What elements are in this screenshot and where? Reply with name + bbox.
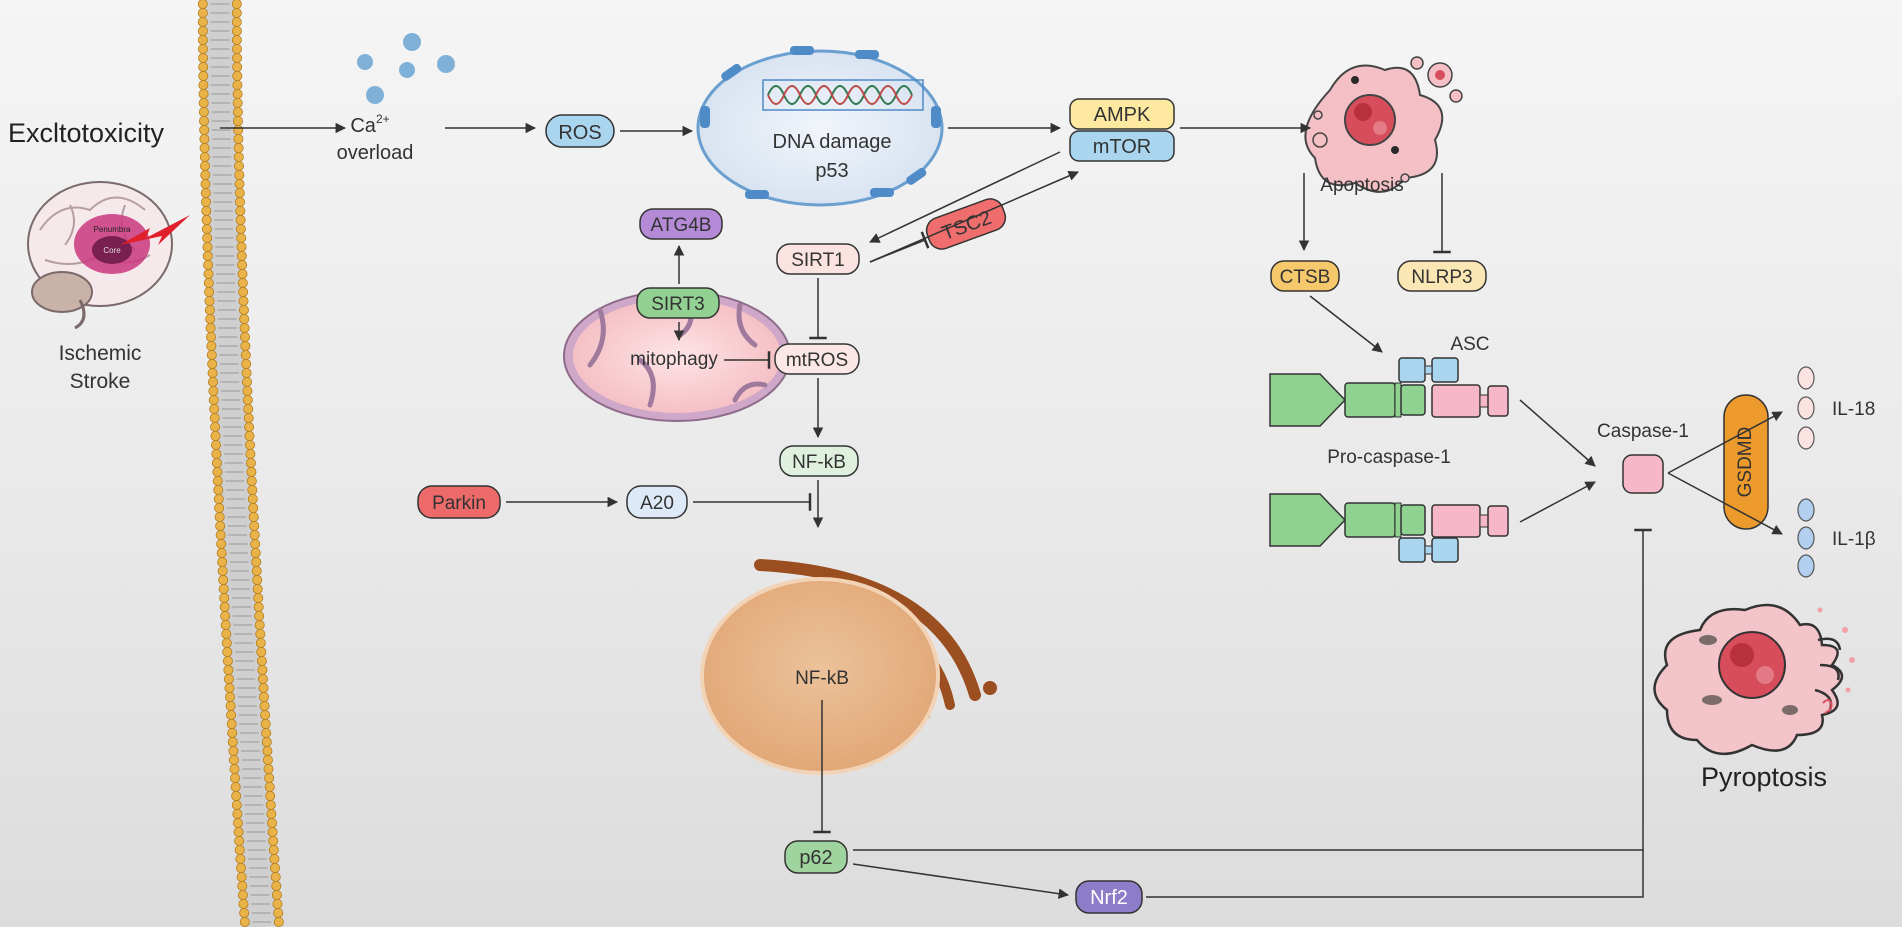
inhibit-nrf2-caspase (1146, 850, 1644, 898)
arrow-mtor-sirt1 (869, 151, 1061, 243)
nrf2-node-shape (1075, 880, 1143, 914)
ca-label: Ca2+ (350, 112, 389, 137)
ampk-node-shape (1069, 98, 1175, 130)
gsdmd-node: GSDMD (1735, 427, 1756, 498)
ros-node: ROS (558, 122, 601, 144)
arrow-caspase-il18 (1667, 411, 1783, 474)
arrow-ctsb-asc (1309, 295, 1383, 353)
p62-node-shape (784, 840, 848, 874)
ampk-node: AMPK (1094, 104, 1151, 126)
caspase1-label: Caspase-1 (1597, 421, 1689, 442)
mtor-node-shape (1069, 130, 1175, 162)
sirt1-node: SIRT1 (791, 250, 845, 271)
lightning-icon (120, 215, 190, 245)
calcium-ions (357, 33, 455, 104)
brain-icon: Penumbra Core (27, 181, 190, 330)
p53-label: p53 (815, 160, 848, 182)
atg4b-node: ATG4B (651, 215, 712, 236)
il18-particles (1797, 366, 1815, 450)
arrow-procaspase-caspase-bottom (1519, 481, 1596, 523)
ctsb-node: CTSB (1280, 267, 1331, 288)
nfkb-node-shape (779, 445, 859, 477)
apoptosis-label: Apoptosis (1320, 175, 1403, 196)
excitotoxicity-label: Excltotoxicity (8, 118, 165, 148)
nlrp3-node: NLRP3 (1411, 267, 1472, 288)
il1b-label: IL-1β (1832, 529, 1876, 550)
arrow-caspase-il1b (1667, 472, 1783, 535)
sirt1-node-shape (776, 243, 860, 275)
dna-damage-cell: DNA damage p53 (696, 46, 944, 207)
il18-label: IL-18 (1832, 399, 1875, 420)
nrf2-node: Nrf2 (1090, 887, 1128, 909)
overload-label: overload (337, 142, 414, 164)
arrows (220, 122, 1783, 899)
nucleus-nfkb-label: NF-kB (795, 668, 849, 689)
ischemic-label: Ischemic (59, 342, 142, 365)
p62-node: p62 (799, 847, 832, 869)
core-label: Core (103, 246, 121, 255)
dna-damage-label: DNA damage (773, 131, 892, 153)
ros-node-shape (545, 114, 615, 148)
arrow-sirt1-mtor (869, 170, 1079, 263)
asc-label: ASC (1450, 334, 1489, 355)
apoptotic-cell-icon (1304, 56, 1463, 193)
pyroptotic-cell-icon (1653, 603, 1855, 756)
pyroptosis-label: Pyroptosis (1701, 762, 1827, 792)
inflammasome-complex-top (1269, 357, 1509, 427)
cell-membrane (197, 0, 284, 927)
nucleus-er-icon (700, 559, 997, 775)
nuclear-pores (700, 46, 941, 199)
ctsb-node-shape (1270, 260, 1340, 292)
nfkb-node: NF-kB (792, 452, 846, 473)
inhibit-sirt1-tsc2 (869, 231, 930, 263)
arrow-p62-nrf2 (852, 863, 1070, 899)
nlrp3-node-shape (1397, 260, 1487, 292)
caspase1-shape (1622, 454, 1664, 494)
a20-node: A20 (640, 493, 674, 514)
mtros-node-shape (774, 343, 860, 375)
penumbra-label: Penumbra (94, 225, 131, 234)
parkin-node-shape (417, 485, 501, 519)
atg4b-node-shape (639, 208, 723, 240)
a20-node-shape (626, 485, 688, 519)
parkin-node: Parkin (432, 493, 486, 514)
sirt3-node-shape (636, 287, 720, 319)
mtor-node: mTOR (1093, 136, 1152, 158)
stroke-label: Stroke (70, 370, 131, 393)
inflammasome-complex-bottom (1269, 493, 1509, 563)
mtros-node: mtROS (786, 350, 848, 371)
sirt3-node: SIRT3 (651, 294, 705, 315)
pro-caspase-label: Pro-caspase-1 (1327, 447, 1451, 468)
il1b-particles (1797, 498, 1815, 578)
gsdmd-node-shape (1723, 394, 1769, 530)
arrow-procaspase-caspase-top (1519, 399, 1596, 467)
mitophagy-label: mitophagy (630, 349, 718, 370)
